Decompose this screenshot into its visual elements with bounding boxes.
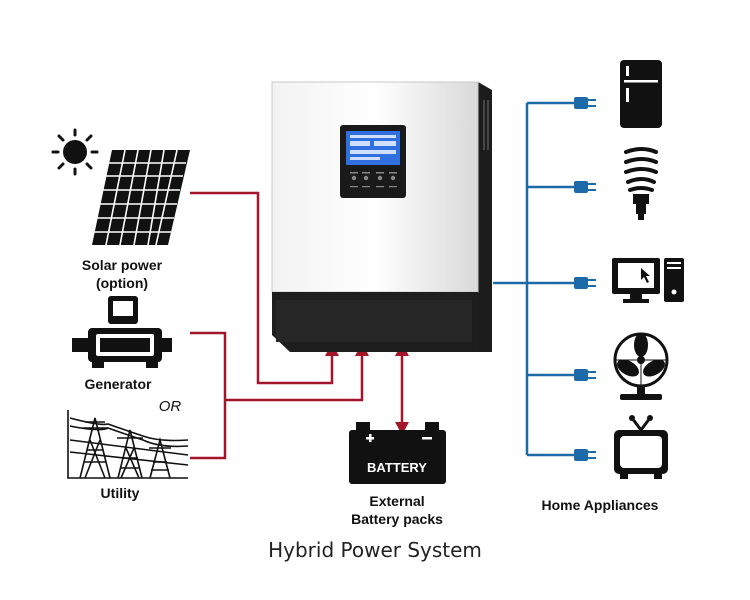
external-label-line1: External [369, 493, 425, 509]
plug-fridge [574, 97, 596, 109]
input-arrows [325, 343, 409, 435]
battery-icon [349, 422, 446, 484]
plug-bulb [574, 181, 596, 193]
output-wires [493, 101, 575, 457]
generator-wire [190, 331, 227, 460]
or-label: OR [158, 398, 182, 415]
tv-icon [614, 415, 668, 479]
solar-power-label: Solar power (option) [62, 256, 182, 292]
plug-tv [574, 449, 596, 461]
generator-icon [72, 296, 172, 368]
fan-icon [613, 332, 669, 400]
computer-icon [612, 258, 684, 303]
input-wires [190, 191, 404, 460]
external-battery-label: External Battery packs [332, 492, 462, 528]
inverter-unit [271, 81, 492, 352]
external-label-line2: Battery packs [351, 511, 443, 527]
utility-tower-icon [67, 410, 189, 479]
plug-fan [574, 369, 596, 381]
solar-wire [190, 191, 334, 385]
plugs [574, 97, 596, 461]
battery-label: BATTERY [367, 460, 427, 475]
sun-icon [51, 128, 99, 176]
grid-wire [225, 352, 364, 402]
generator-label: Generator [84, 376, 152, 392]
solar-label-line2: (option) [95, 275, 149, 291]
battery-arrow-down [395, 422, 409, 435]
plug-computer [574, 277, 596, 289]
inverter-buttons [350, 172, 397, 188]
solar-label-line1: Solar power [81, 257, 163, 273]
solar-panel-icon [92, 149, 190, 246]
utility-label: Utility [100, 485, 140, 501]
home-appliances-label: Home Appliances [541, 497, 659, 513]
refrigerator-icon [620, 60, 662, 128]
diagram-caption: Hybrid Power System [268, 538, 482, 562]
light-bulb-icon [624, 147, 658, 220]
